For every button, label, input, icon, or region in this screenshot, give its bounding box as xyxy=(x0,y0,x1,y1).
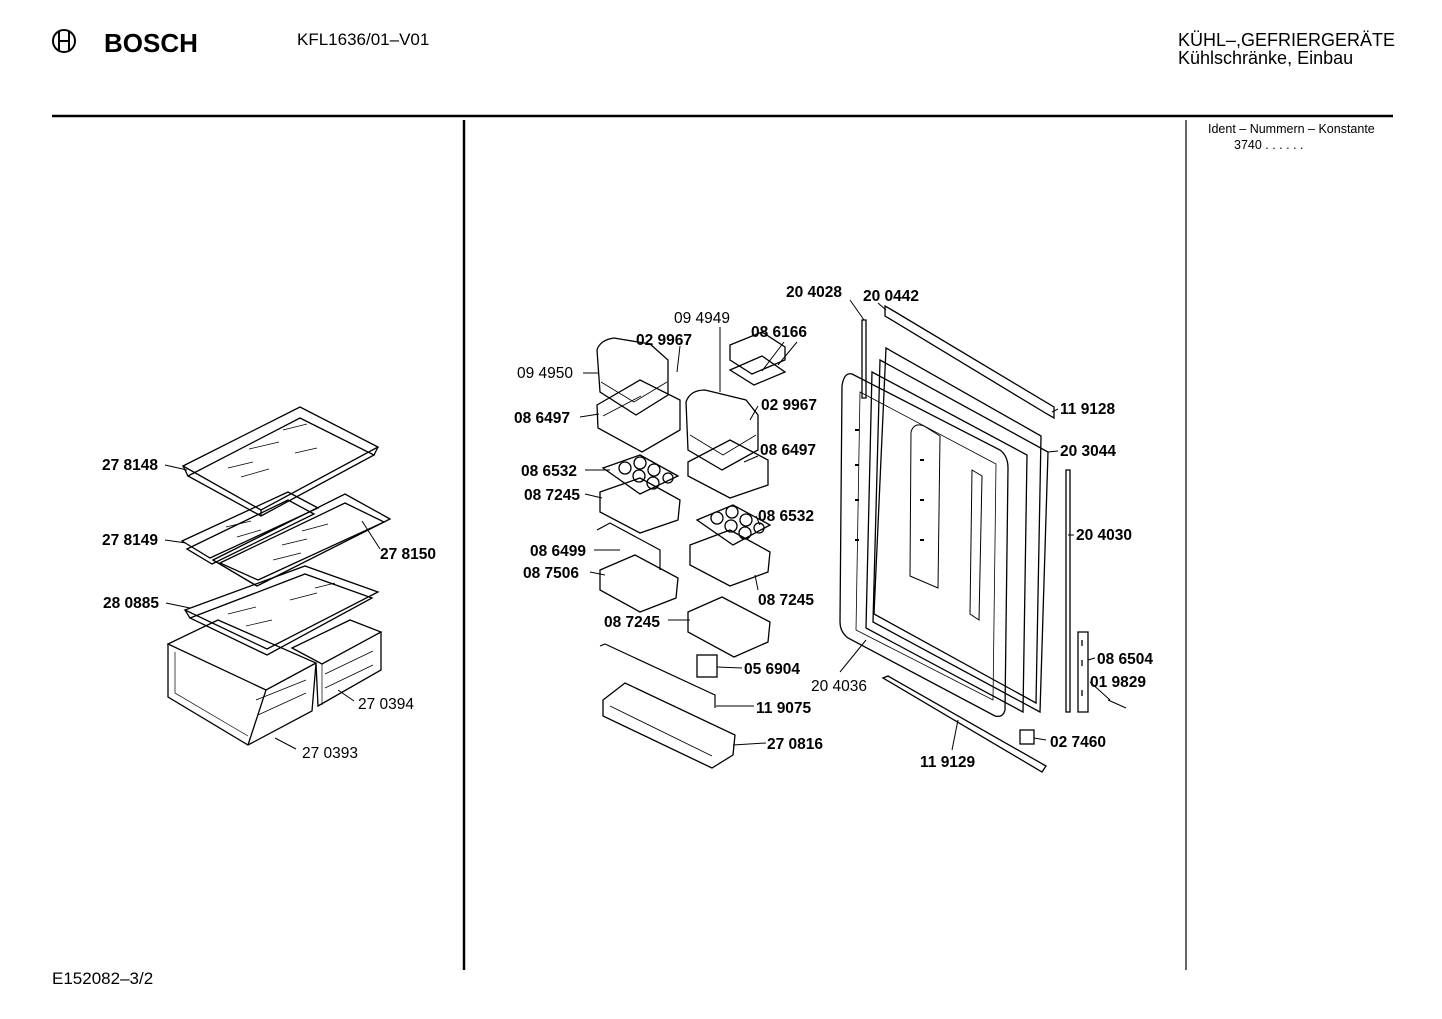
bottle-holder-left xyxy=(596,337,669,416)
brand-name: BOSCH xyxy=(104,28,198,58)
part-label-087245-right: 08 7245 xyxy=(758,592,814,609)
part-label-027460: 02 7460 xyxy=(1050,734,1106,751)
bosch-logo-icon xyxy=(52,29,76,53)
hinge-bracket xyxy=(1077,631,1089,713)
part-label-119128: 11 9128 xyxy=(1060,401,1116,418)
egg-tray-left xyxy=(601,454,680,495)
part-label-087245-bottom: 08 7245 xyxy=(604,614,660,631)
part-label-087506: 08 7506 xyxy=(523,565,579,582)
model-number: KFL1636/01–V01 xyxy=(297,30,429,49)
bottle-holder-right xyxy=(685,389,759,471)
tray-08-7245 xyxy=(687,596,771,658)
part-label-119075: 11 9075 xyxy=(756,700,812,717)
part-label-019829: 01 9829 xyxy=(1090,674,1146,691)
glass-shelf-lower xyxy=(183,565,380,656)
part-label-029967-right: 02 9967 xyxy=(761,397,817,414)
door-gasket xyxy=(873,346,1042,705)
part-label-094950: 09 4950 xyxy=(517,365,573,382)
egg-tray-base-right xyxy=(689,529,771,587)
part-label-204030: 20 4030 xyxy=(1076,527,1132,544)
part-label-204028: 20 4028 xyxy=(786,284,842,301)
door-liner xyxy=(839,373,1009,718)
part-label-086532-right: 08 6532 xyxy=(758,508,814,525)
part-label-278149: 27 8149 xyxy=(102,532,158,549)
part-label-200442: 20 0442 xyxy=(863,288,919,305)
egg-tray-base-left xyxy=(599,477,681,534)
part-label-119129: 11 9129 xyxy=(920,754,976,771)
retainer-bar xyxy=(599,643,716,708)
part-label-204036: 20 4036 xyxy=(811,678,867,695)
door-shelves-drawing xyxy=(596,331,787,769)
part-label-056904: 05 6904 xyxy=(744,661,800,678)
part-label-280885: 28 0885 xyxy=(103,595,159,612)
doc-code: E152082–3/2 xyxy=(52,969,153,988)
clip-bar xyxy=(596,522,661,570)
part-label-086166: 08 6166 xyxy=(751,324,807,341)
shelf-bracket-left xyxy=(596,379,681,453)
ident-title: Ident – Nummern – Konstante xyxy=(1208,122,1375,136)
shelf-bracket-right xyxy=(687,439,769,499)
category-title: KÜHL–,GEFRIERGERÄTE xyxy=(1178,30,1395,50)
part-label-086497-left: 08 6497 xyxy=(514,410,570,427)
left-leader-lines xyxy=(164,464,381,750)
butter-box xyxy=(729,331,786,375)
part-label-270393: 27 0393 xyxy=(302,745,358,762)
part-label-086532-left: 08 6532 xyxy=(521,463,577,480)
screw-icon xyxy=(1107,699,1127,709)
part-label-270394: 27 0394 xyxy=(358,696,414,713)
end-cap-block xyxy=(1019,729,1035,745)
crisper-drawer-large xyxy=(166,619,318,746)
part-label-086504: 08 6504 xyxy=(1097,651,1153,668)
part-label-278150: 27 8150 xyxy=(380,546,436,563)
bottle-shelf xyxy=(602,682,736,769)
category-subtitle: Kühlschränke, Einbau xyxy=(1178,48,1353,68)
door-bottom-strip xyxy=(881,675,1047,773)
door-top-strip xyxy=(884,304,1055,420)
door-leader-lines xyxy=(579,299,1111,751)
small-clip-05-6904 xyxy=(696,654,718,678)
part-label-086499: 08 6499 xyxy=(530,543,586,560)
door-seal-strip xyxy=(861,319,867,399)
door-side-strip xyxy=(1065,469,1071,713)
ident-value: 3740 . . . . . . xyxy=(1234,138,1303,152)
part-label-203044: 20 3044 xyxy=(1060,443,1116,460)
part-label-094949: 09 4949 xyxy=(674,310,730,327)
egg-tray-right xyxy=(695,504,772,546)
part-label-270816: 27 0816 xyxy=(767,736,823,753)
glass-shelf-top xyxy=(181,406,380,517)
part-label-278148: 27 8148 xyxy=(102,457,158,474)
part-label-029967-top: 02 9967 xyxy=(636,332,692,349)
shelf-assembly-drawing xyxy=(166,406,392,746)
part-label-087245-top: 08 7245 xyxy=(524,487,580,504)
tray-08-7506 xyxy=(599,554,679,613)
glass-shelf-middle xyxy=(180,491,392,587)
crisper-drawer-small xyxy=(290,619,383,708)
part-label-086497-right: 08 6497 xyxy=(760,442,816,459)
door-assembly-drawing xyxy=(839,304,1127,773)
